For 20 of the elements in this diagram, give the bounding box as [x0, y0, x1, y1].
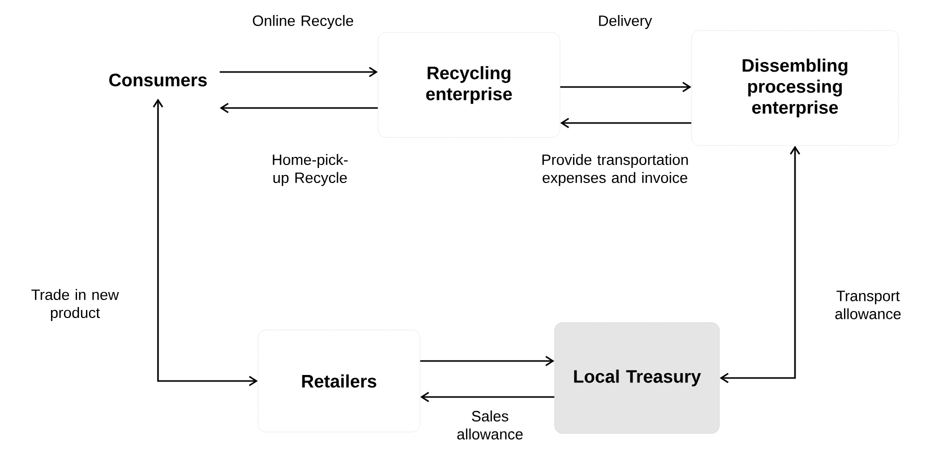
arrow: [220, 66, 378, 78]
edge-label: Provide transportation expenses and invoice: [542, 154, 688, 186]
arrow: [152, 98, 258, 386]
arrow: [220, 102, 378, 114]
edge-label: Home-pick-up Recycle: [272, 154, 348, 186]
arrow: [420, 392, 554, 402]
arrow: [720, 146, 800, 384]
edge-label: Trade in new product: [31, 289, 119, 321]
arrow: [560, 118, 692, 128]
edge-label: Transport allowance: [835, 290, 901, 320]
process-box: Dissembling processing enterprise: [691, 30, 899, 146]
node-label: Consumers: [109, 74, 207, 86]
process-box: Local Treasury: [554, 322, 720, 434]
edge-label: Online Recycle: [252, 15, 354, 29]
arrow: [420, 356, 554, 366]
edge-label: Delivery: [599, 15, 652, 29]
edge-label: Sales allowance: [457, 410, 523, 440]
process-box: Recycling enterprise: [378, 32, 560, 138]
arrow: [560, 82, 692, 92]
process-box: Retailers: [258, 330, 420, 432]
